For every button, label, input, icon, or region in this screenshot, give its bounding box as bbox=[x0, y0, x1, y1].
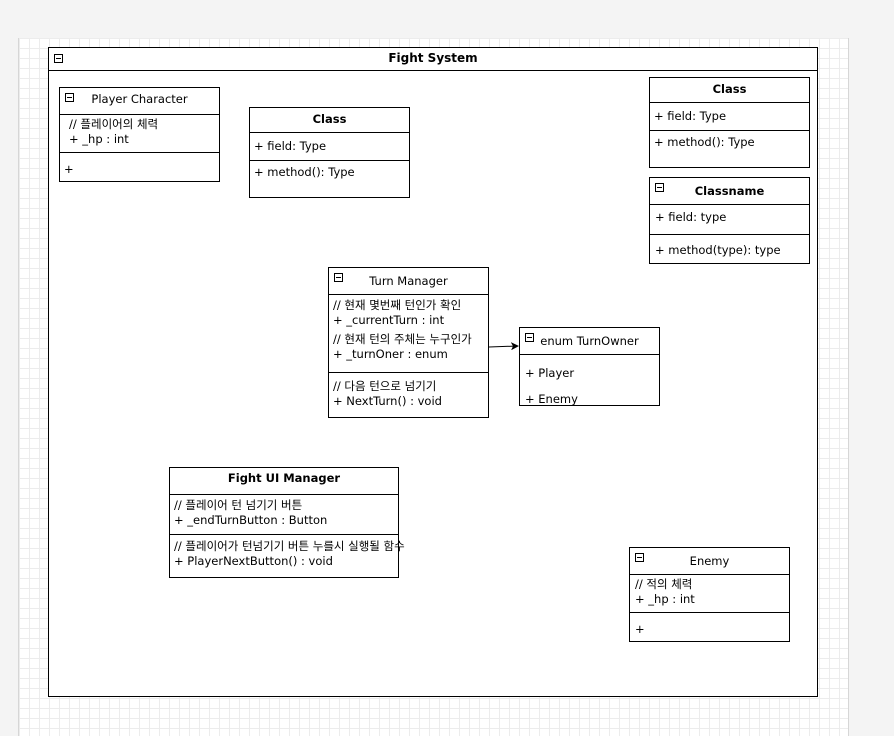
attribute-comment: // 현재 몇번째 턴인가 확인 bbox=[333, 298, 462, 312]
collapse-icon[interactable] bbox=[525, 333, 534, 342]
class-name: Class bbox=[312, 112, 347, 126]
method: + PlayerNextButton() : void bbox=[174, 554, 333, 568]
attribute: + _currentTurn : int bbox=[333, 313, 445, 327]
collapse-icon[interactable] bbox=[635, 553, 644, 562]
method: + method(): Type bbox=[254, 165, 355, 179]
class-player-character[interactable]: Player Character // 플레이어의 체력 + _hp : int… bbox=[59, 87, 220, 182]
method: + method(): Type bbox=[654, 135, 755, 149]
class-turn-manager[interactable]: Turn Manager // 현재 몇번째 턴인가 확인 + _current… bbox=[328, 267, 489, 418]
methods-section: + method(type): type bbox=[650, 235, 809, 260]
enum-name: enum TurnOwner bbox=[540, 334, 639, 348]
class-header: Player Character bbox=[60, 88, 219, 115]
method-comment: // 플레이어가 턴넘기기 버튼 누를시 실행될 함수 bbox=[174, 539, 405, 553]
attribute-comment: // 플레이어의 체력 bbox=[69, 117, 159, 131]
attribute-comment: // 적의 체력 bbox=[635, 577, 693, 591]
attribute: + field: Type bbox=[654, 109, 727, 123]
collapse-icon[interactable] bbox=[334, 273, 343, 282]
attribute: + field: Type bbox=[254, 139, 327, 153]
class-name: Class bbox=[712, 82, 747, 96]
attributes-section: + field: type bbox=[650, 205, 809, 235]
attribute-comment: // 현재 턴의 주체는 누구인가 bbox=[333, 332, 472, 346]
attribute: + field: type bbox=[655, 210, 727, 224]
attributes-section: // 플레이어 턴 넘기기 버튼 + _endTurnButton : Butt… bbox=[170, 495, 398, 535]
attribute: + _hp : int bbox=[69, 132, 129, 146]
enum-turn-owner[interactable]: enum TurnOwner + Player + Enemy bbox=[519, 327, 660, 406]
frame-title: Fight System bbox=[388, 51, 478, 65]
collapse-icon[interactable] bbox=[65, 93, 74, 102]
class-fight-ui-manager[interactable]: Fight UI Manager // 플레이어 턴 넘기기 버튼 + _end… bbox=[169, 467, 405, 578]
collapse-icon[interactable] bbox=[655, 183, 664, 192]
enum-values-section: + Player + Enemy bbox=[520, 355, 659, 414]
enum-header: enum TurnOwner bbox=[520, 328, 659, 355]
class-header: Fight UI Manager bbox=[170, 468, 398, 495]
attribute-comment: // 플레이어 턴 넘기기 버튼 bbox=[174, 498, 303, 512]
class-header: Turn Manager bbox=[329, 268, 488, 295]
methods-section: + method(): Type bbox=[250, 161, 409, 182]
method: + method(type): type bbox=[655, 243, 781, 257]
class-name: Classname bbox=[694, 184, 765, 198]
class-classname[interactable]: Classname + field: type + method(type): … bbox=[649, 177, 810, 264]
attributes-section: // 현재 몇번째 턴인가 확인 + _currentTurn : int //… bbox=[329, 295, 488, 373]
attributes-section: + field: Type bbox=[650, 103, 809, 131]
class-class-a[interactable]: Class + field: Type + method(): Type bbox=[249, 107, 410, 198]
attributes-section: // 플레이어의 체력 + _hp : int bbox=[60, 115, 219, 153]
attribute: + _turnOner : enum bbox=[333, 347, 448, 361]
class-header: Class bbox=[250, 108, 409, 133]
methods-section: // 플레이어가 턴넘기기 버튼 누를시 실행될 함수 + PlayerNext… bbox=[170, 535, 405, 571]
class-class-b[interactable]: Class + field: Type + method(): Type bbox=[649, 77, 810, 168]
enum-value: + Enemy bbox=[525, 392, 578, 406]
methods-section: // 다음 턴으로 넘기기 + NextTurn() : void bbox=[329, 373, 488, 411]
collapse-icon[interactable] bbox=[54, 54, 63, 63]
class-header: Enemy bbox=[630, 548, 789, 575]
method: + bbox=[64, 162, 74, 176]
method-comment: // 다음 턴으로 넘기기 bbox=[333, 379, 437, 393]
attribute: + _hp : int bbox=[635, 592, 695, 606]
attributes-section: + field: Type bbox=[250, 133, 409, 161]
class-header: Class bbox=[650, 78, 809, 103]
methods-section: + bbox=[60, 153, 219, 179]
methods-section: + bbox=[630, 613, 789, 639]
frame-header: Fight System bbox=[49, 48, 817, 71]
methods-section: + method(): Type bbox=[650, 131, 809, 152]
class-name: Player Character bbox=[91, 92, 188, 106]
attribute: + _endTurnButton : Button bbox=[174, 513, 328, 527]
class-name: Enemy bbox=[689, 554, 730, 568]
class-name: Turn Manager bbox=[369, 274, 448, 288]
class-header: Classname bbox=[650, 178, 809, 205]
method: + NextTurn() : void bbox=[333, 394, 442, 408]
enum-value: + Player bbox=[525, 366, 575, 380]
class-name: Fight UI Manager bbox=[227, 471, 341, 485]
method: + bbox=[635, 622, 645, 636]
attributes-section: // 적의 체력 + _hp : int bbox=[630, 575, 789, 613]
class-enemy[interactable]: Enemy // 적의 체력 + _hp : int + bbox=[629, 547, 790, 642]
